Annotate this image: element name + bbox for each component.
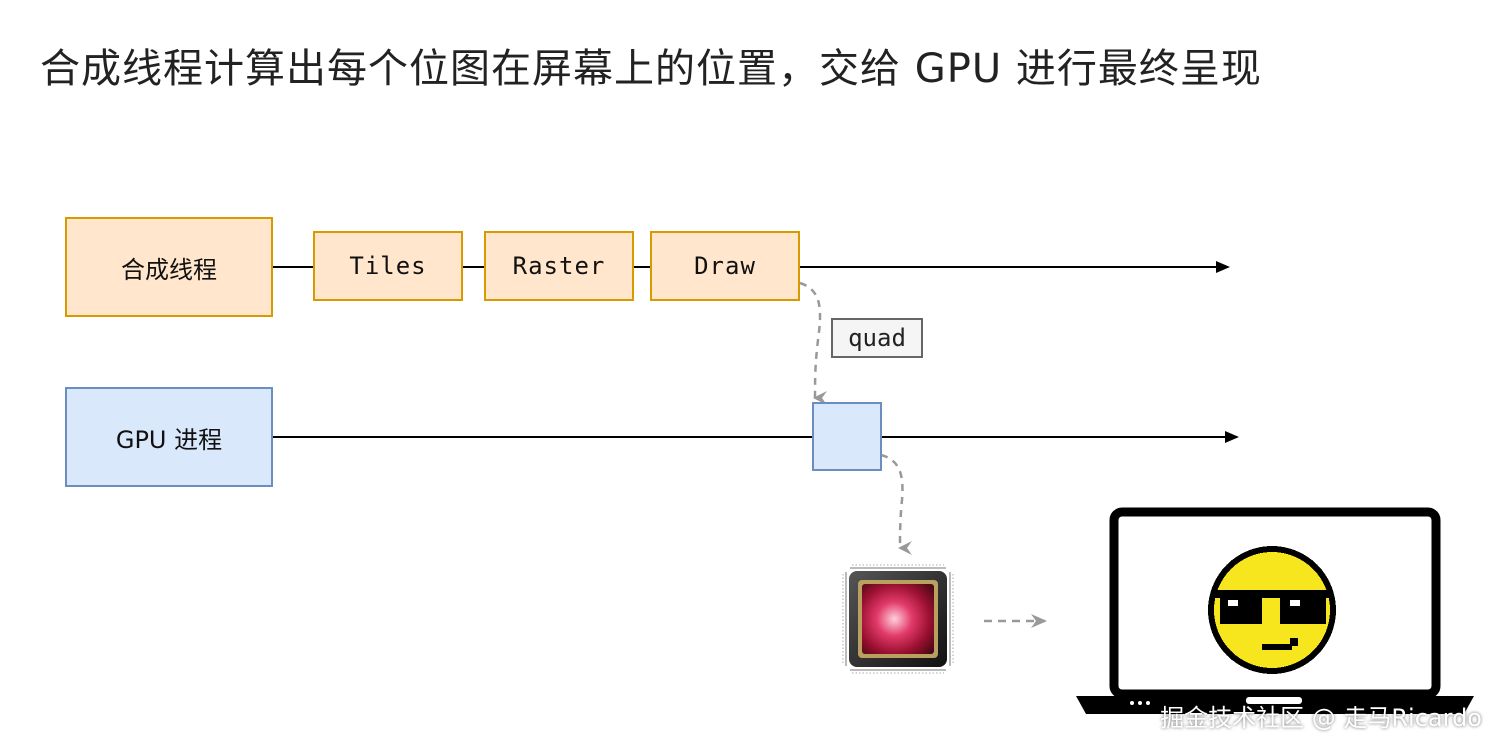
compositor-thread-label: 合成线程 xyxy=(121,255,217,284)
page-title: 合成线程计算出每个位图在屏幕上的位置，交给 GPU 进行最终呈现 xyxy=(40,46,1262,92)
watermark: 掘金技术社区 @ 走马Ricardo xyxy=(1160,704,1482,732)
gpu-to-chip-arrow xyxy=(880,453,913,556)
step-tiles-box: Tiles xyxy=(313,231,463,301)
step-draw-box: Draw xyxy=(650,231,800,301)
gpu-process-label: GPU 进程 xyxy=(115,425,223,454)
step-raster-label: Raster xyxy=(512,252,606,280)
compositor-thread-box: 合成线程 xyxy=(65,217,273,317)
gpu-process-box: GPU 进程 xyxy=(65,387,273,487)
gpu-chip-icon xyxy=(842,564,954,674)
quad-label: quad xyxy=(831,318,923,358)
step-draw-label: Draw xyxy=(694,252,756,280)
gpu-receive-box xyxy=(812,402,882,471)
draw-to-gpu-arrow xyxy=(799,281,828,406)
cool-sunglasses-emoji-icon xyxy=(1208,546,1336,674)
step-tiles-label: Tiles xyxy=(349,252,427,280)
step-raster-box: Raster xyxy=(484,231,634,301)
